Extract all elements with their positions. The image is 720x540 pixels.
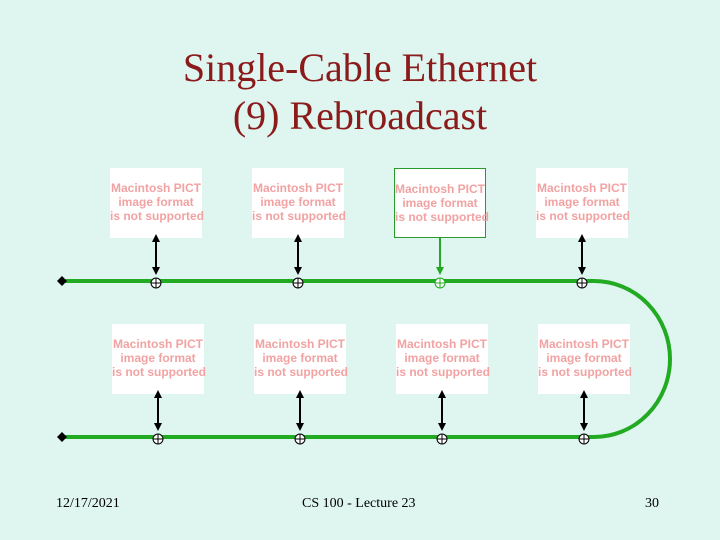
ethernet-cable <box>62 279 672 439</box>
tap-bottom-1 <box>152 433 164 445</box>
tap-top-2 <box>292 277 304 289</box>
title-line-2: (9) Rebroadcast <box>232 93 488 138</box>
tap-top-3 <box>434 277 446 289</box>
footer-course: CS 100 - Lecture 23 <box>302 496 416 511</box>
tap-bottom-4 <box>578 433 590 445</box>
footer-page-number: 30 <box>645 496 659 511</box>
tap-bottom-3 <box>436 433 448 445</box>
footer-date: 12/17/2021 <box>56 496 120 511</box>
title-line-1: Single-Cable Ethernet <box>182 45 538 90</box>
cable-terminator-top <box>57 276 67 286</box>
cable-terminator-bottom <box>57 432 67 442</box>
tap-bottom-2 <box>294 433 306 445</box>
slide-title: Single-Cable Ethernet (9) Rebroadcast <box>0 44 720 140</box>
tap-top-4 <box>576 277 588 289</box>
tap-top-1 <box>150 277 162 289</box>
